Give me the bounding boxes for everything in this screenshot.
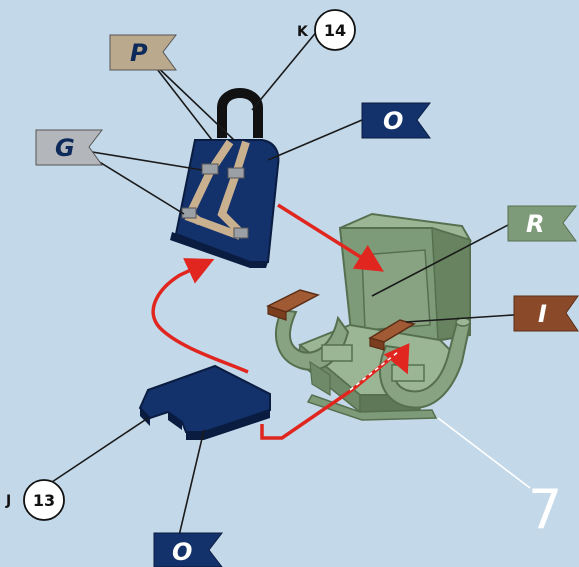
ref-k-number: 14: [324, 21, 346, 40]
flag-p-letter: P: [130, 39, 148, 67]
ref-k14: K 14: [297, 9, 356, 51]
seat-harness: [181, 139, 250, 240]
arrow-cushion-to-seat: [260, 343, 410, 440]
harness-buckle: [181, 207, 197, 219]
harness-buckle: [201, 163, 219, 175]
flag-o-top-letter: O: [383, 107, 403, 135]
ref-j-number: 13: [33, 491, 55, 510]
ref-k-circle: [314, 9, 356, 51]
arrow-cushion-to-backrest: [151, 258, 249, 374]
harness-buckle: [227, 167, 245, 179]
ref-j-circle: [23, 479, 65, 521]
arrow-backrest-to-seat: [277, 203, 384, 272]
flag-r-letter: R: [526, 210, 544, 238]
flag-o-bottom: O: [153, 532, 224, 567]
ref-j-letter: J: [5, 493, 11, 509]
flag-o-top: O: [361, 102, 432, 139]
leader-step-number: [437, 417, 531, 489]
ref-j13: J 13: [5, 479, 65, 521]
pilot-seat: [275, 212, 473, 421]
flag-p: P: [109, 34, 178, 71]
flag-g-letter: G: [55, 134, 75, 162]
flag-o-bottom-letter: O: [172, 538, 192, 566]
seat-bottom-cushion: [138, 364, 271, 440]
seat-back-cushion: [170, 88, 280, 268]
flag-r: R: [507, 205, 578, 242]
harness-buckle: [233, 227, 249, 239]
flag-g: G: [35, 129, 104, 166]
flag-i-letter: I: [538, 300, 547, 328]
flag-i: I: [513, 295, 579, 332]
step-number: 7: [528, 478, 562, 541]
ref-k-letter: K: [297, 24, 309, 40]
